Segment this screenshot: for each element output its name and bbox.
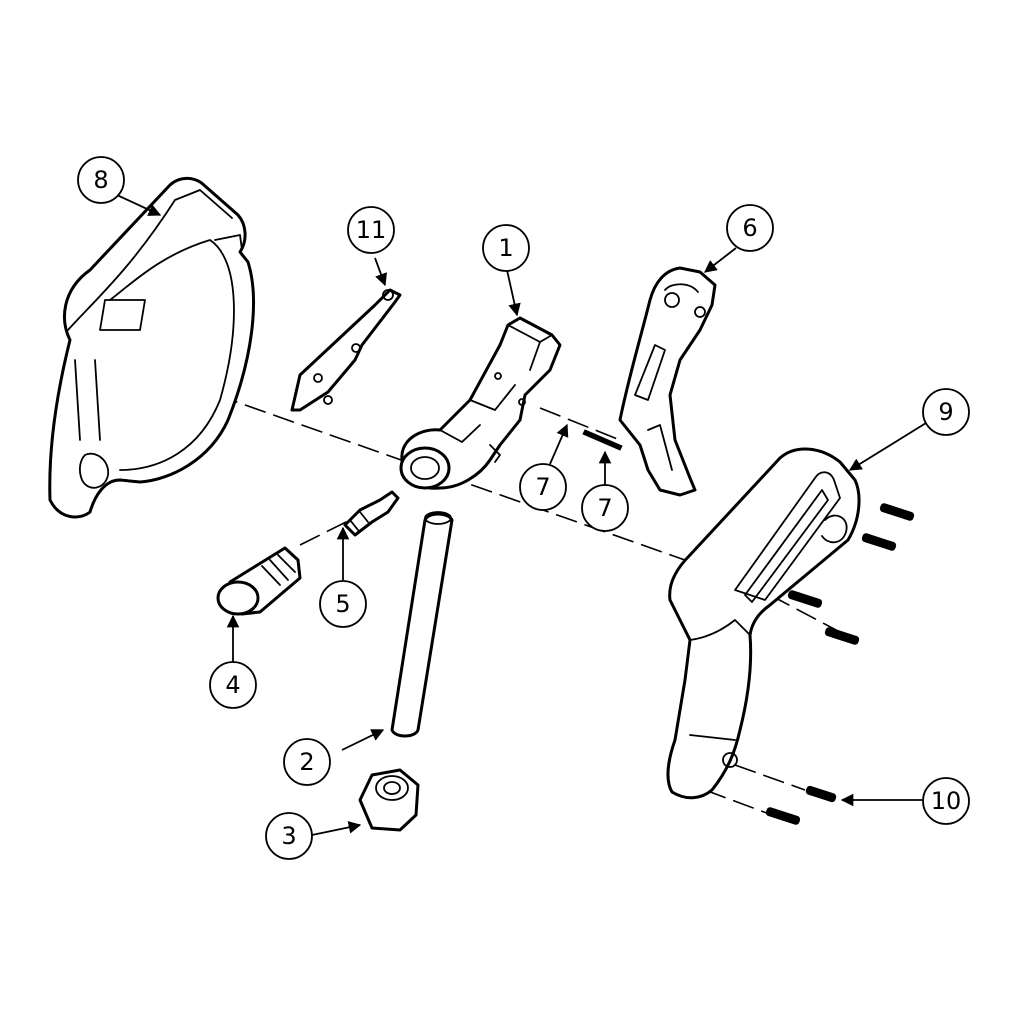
callout-7b-label: 7 bbox=[597, 494, 612, 522]
callout-1: 1 bbox=[482, 224, 530, 272]
callout-leaders bbox=[116, 194, 927, 836]
callout-5-label: 5 bbox=[335, 590, 350, 618]
callout-6-label: 6 bbox=[742, 214, 757, 242]
callout-4: 4 bbox=[209, 661, 257, 709]
screws bbox=[765, 503, 915, 825]
part-3-nut bbox=[358, 768, 420, 832]
callout-7b: 7 bbox=[581, 484, 629, 532]
callout-3-label: 3 bbox=[281, 822, 296, 850]
callout-8-label: 8 bbox=[93, 166, 108, 194]
part-4-plug bbox=[216, 546, 302, 616]
callout-2: 2 bbox=[283, 738, 331, 786]
callout-3: 3 bbox=[265, 812, 313, 860]
callout-10-label: 10 bbox=[931, 787, 962, 815]
part-2-tube bbox=[390, 511, 454, 738]
callout-7a-label: 7 bbox=[535, 473, 550, 501]
callout-10: 10 bbox=[922, 777, 970, 825]
callout-2-label: 2 bbox=[299, 748, 314, 776]
part-9-handle-half-right bbox=[666, 447, 861, 800]
callout-11-label: 11 bbox=[356, 216, 387, 244]
callout-9-label: 9 bbox=[938, 398, 953, 426]
part-1-valve-body bbox=[399, 316, 562, 490]
part-8-handle-half-left bbox=[48, 176, 256, 519]
callout-8: 8 bbox=[77, 156, 125, 204]
callout-4-label: 4 bbox=[225, 671, 240, 699]
callout-1-label: 1 bbox=[498, 234, 513, 262]
part-5-stem bbox=[343, 490, 400, 537]
callout-9: 9 bbox=[922, 388, 970, 436]
callout-5: 5 bbox=[319, 580, 367, 628]
part-6-trigger bbox=[618, 266, 717, 497]
callout-7a: 7 bbox=[519, 463, 567, 511]
part-7-pins bbox=[582, 429, 623, 451]
callout-6: 6 bbox=[726, 204, 774, 252]
part-11-clip bbox=[290, 288, 402, 412]
callout-11: 11 bbox=[347, 206, 395, 254]
callouts: 8 11 1 6 9 7 7 5 bbox=[77, 156, 970, 860]
